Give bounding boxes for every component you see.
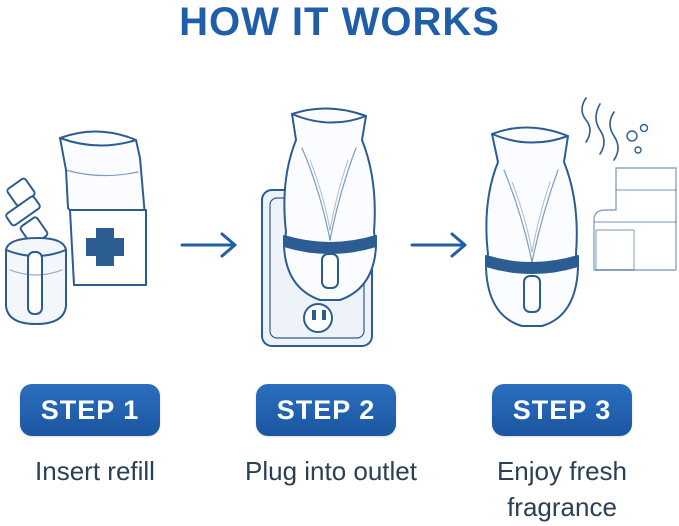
step-3-badge: STEP 3 <box>492 384 632 436</box>
step-2-caption: Plug into outlet <box>244 456 417 486</box>
outlet-illustration <box>261 107 377 347</box>
step-2-badge: STEP 2 <box>256 384 396 436</box>
step-3-caption: Enjoy fresh fragrance <box>462 453 662 525</box>
fresh-fragrance-illustration <box>485 97 677 327</box>
step-1-badge: STEP 1 <box>20 384 160 436</box>
step-1-caption: Insert refill <box>35 456 155 486</box>
refill-illustration <box>5 130 147 325</box>
right-arrow-icon <box>410 232 467 258</box>
page-title: HOW IT WORKS <box>179 0 500 44</box>
right-arrow-icon <box>180 232 237 258</box>
step-3-caption-line-1: Enjoy fresh <box>496 456 628 486</box>
step-3-caption-line-2: fragrance <box>507 492 617 522</box>
